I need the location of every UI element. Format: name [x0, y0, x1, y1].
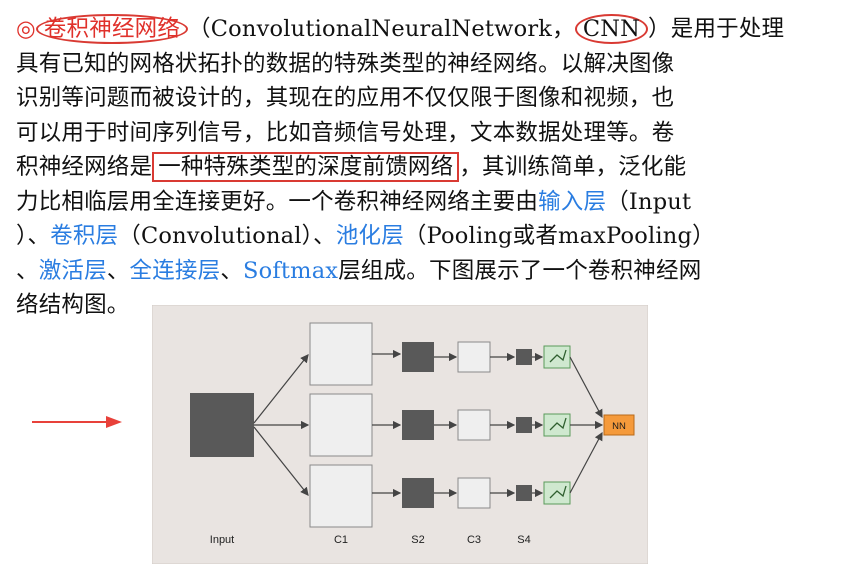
- line5-post: ，其训练简单，泛化能: [459, 154, 687, 180]
- activation-icon: [549, 417, 567, 431]
- term-cnn-chinese: 卷积神经网络: [35, 14, 189, 44]
- paragraph: ◎卷积神经网络（ConvolutionalNeuralNetwork，CNN）是…: [16, 12, 838, 323]
- activation-block: [543, 481, 571, 505]
- paragraph-line-4: 可以用于时间序列信号，比如音频信号处理，文本数据处理等。卷: [16, 119, 675, 146]
- c1-block: [309, 393, 373, 457]
- row-bottom: [309, 464, 571, 528]
- s2-block: [402, 478, 434, 508]
- boxed-definition: 一种特殊类型的深度前馈网络: [152, 152, 460, 182]
- s4-block: [516, 349, 532, 365]
- label-s2: S2: [411, 534, 424, 546]
- term-input-layer: 输入层: [538, 188, 607, 215]
- c3-block: [457, 477, 491, 509]
- term-fc-layer: 全连接层: [129, 257, 221, 284]
- c1-block: [309, 464, 373, 528]
- term-softmax-layer: Softmax: [243, 257, 339, 284]
- activation-icon: [549, 485, 567, 499]
- paragraph-line-5: 积神经网络是一种特殊类型的深度前馈网络，其训练简单，泛化能: [16, 150, 838, 185]
- line8-post: 层组成。下图展示了一个卷积神经网: [338, 257, 702, 284]
- line8-pre: 、: [16, 257, 39, 284]
- line7-post: （Pooling或者maxPooling）: [403, 223, 715, 249]
- close-paren: ）: [648, 16, 671, 42]
- s2-block: [402, 342, 434, 372]
- s4-block: [516, 417, 532, 433]
- label-c3: C3: [467, 534, 481, 546]
- line1-rest: 是用于处理: [670, 16, 785, 42]
- paragraph-line-3: 识别等问题而被设计的，其现在的应用不仅仅限于图像和视频，也: [16, 85, 675, 111]
- c3-block: [457, 409, 491, 441]
- line5-pre: 积神经网络是: [16, 154, 153, 180]
- paragraph-line-8: 、激活层、全连接层、Softmax层组成。下图展示了一个卷积神经网: [16, 254, 838, 289]
- line6-post: （Input: [606, 188, 692, 215]
- paragraph-line-1: ◎卷积神经网络（ConvolutionalNeuralNetwork，CNN）是…: [16, 12, 838, 47]
- paragraph-line-2: 具有已知的网格状拓扑的数据的特殊类型的神经网络。以解决图像: [16, 50, 675, 77]
- term-cnn-abbr: CNN: [574, 14, 649, 44]
- s2-block: [402, 410, 434, 440]
- paragraph-line-9: 络结构图。: [16, 292, 130, 318]
- cnn-architecture-diagram: NN Input C1 S2 C3 S4: [152, 305, 648, 564]
- term-activation-layer: 激活层: [38, 257, 107, 284]
- activation-icon: [549, 349, 567, 363]
- label-c1: C1: [334, 534, 348, 546]
- s4-block: [516, 485, 532, 501]
- line7-mid: （Convolutional）、: [118, 223, 336, 249]
- term-cnn-english: ConvolutionalNeuralNetwork，: [210, 16, 575, 42]
- paragraph-line-7: ）、卷积层（Convolutional）、池化层（Pooling或者maxPoo…: [16, 219, 838, 254]
- line7-pre: ）、: [16, 223, 51, 249]
- term-pool-layer: 池化层: [335, 223, 404, 249]
- row-top: [309, 322, 571, 386]
- activation-block: [543, 345, 571, 369]
- nn-arrows: [569, 356, 604, 494]
- activation-block: [543, 413, 571, 437]
- term-conv-layer: 卷积层: [50, 223, 119, 249]
- c3-block: [457, 341, 491, 373]
- paragraph-line-6: 力比相临层用全连接更好。一个卷积神经网络主要由输入层（Input: [16, 185, 838, 220]
- open-paren: （: [188, 16, 211, 42]
- pointer-arrow-icon: [32, 416, 122, 428]
- row-middle: [309, 393, 571, 457]
- nn-block: [603, 414, 635, 436]
- label-input: Input: [210, 534, 234, 546]
- nn-label: NN: [612, 421, 626, 432]
- input-arrows: [253, 354, 310, 496]
- input-block: [190, 393, 254, 457]
- bullet-mark: ◎: [16, 16, 36, 42]
- line8-sep2: 、: [220, 257, 244, 284]
- c1-block: [309, 322, 373, 386]
- line8-sep1: 、: [106, 257, 130, 284]
- label-s4: S4: [517, 534, 530, 546]
- line6-pre: 力比相临层用全连接更好。一个卷积神经网络主要由: [16, 188, 539, 215]
